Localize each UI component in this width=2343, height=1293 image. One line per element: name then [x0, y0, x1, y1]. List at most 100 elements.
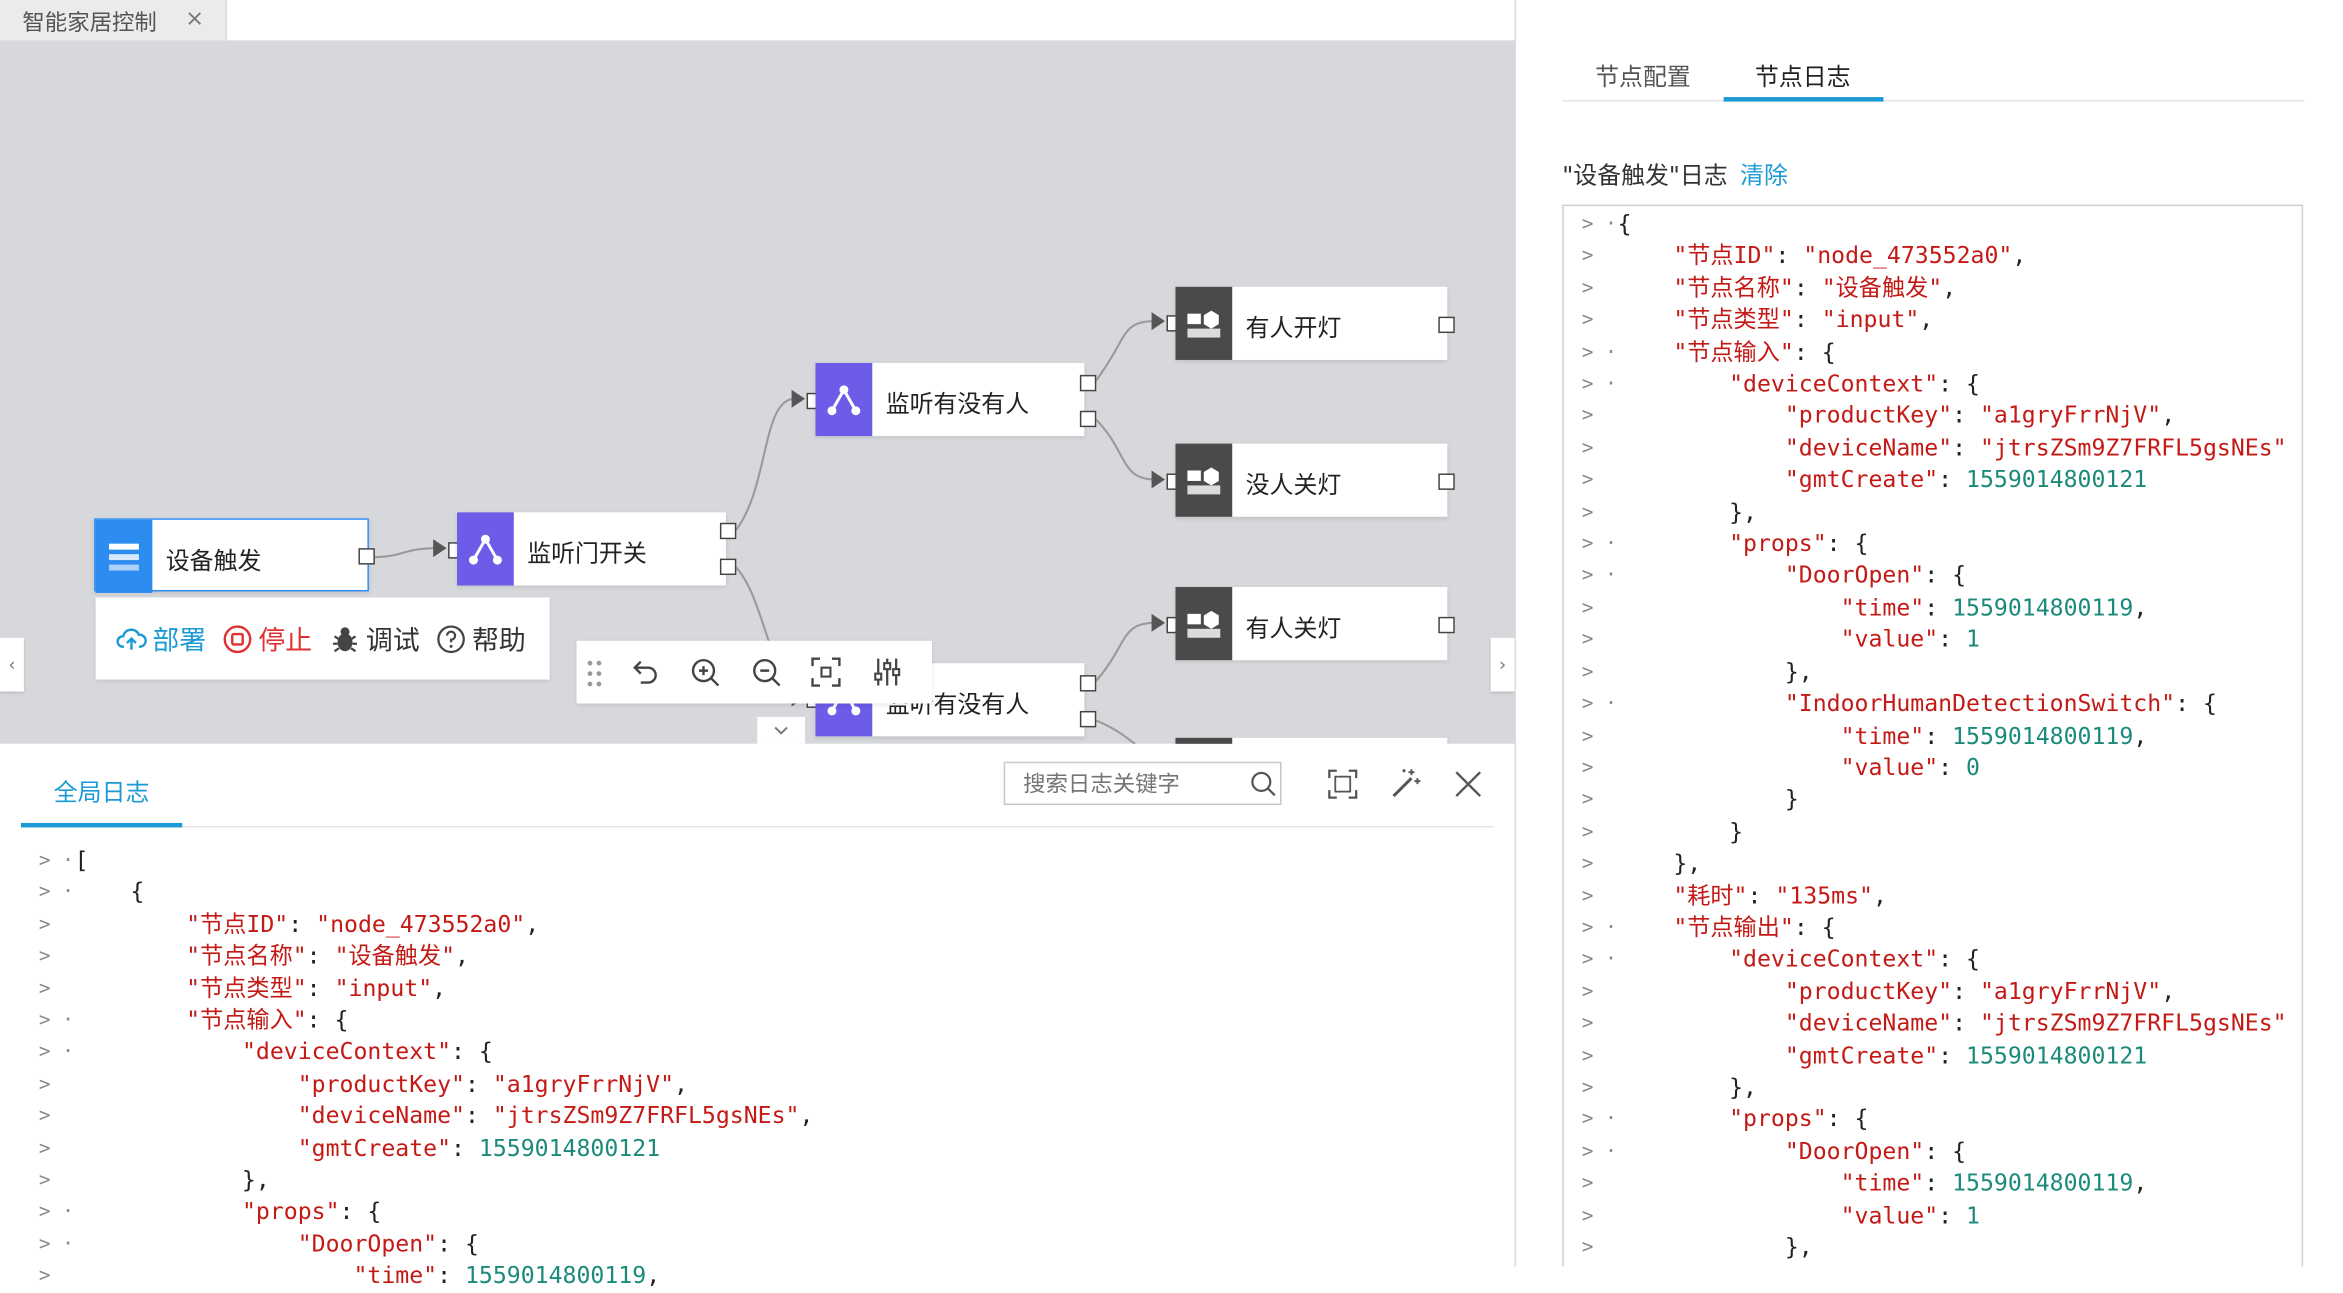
- gutter-marker: >: [1581, 757, 1594, 780]
- output-port[interactable]: [358, 548, 375, 565]
- code-token: :: [1938, 1201, 1967, 1229]
- branch-icon: [457, 512, 514, 586]
- code-token: "耗时": [1673, 882, 1748, 909]
- code-token: ,: [2012, 242, 2027, 270]
- zoom-in-icon[interactable]: [689, 656, 722, 689]
- debug-button[interactable]: 调试: [330, 620, 420, 659]
- code-token: [1618, 1202, 1841, 1229]
- code-token: "time": [1840, 722, 1925, 750]
- editor-tab-title: 智能家居控制: [22, 8, 157, 36]
- input-arrow: [1151, 470, 1166, 489]
- editor-tab[interactable]: 智能家居控制 ×: [0, 0, 228, 41]
- gutter-marker[interactable]: > ·: [1581, 916, 1617, 940]
- node-device-trigger[interactable]: 设备触发: [94, 518, 369, 593]
- output-port[interactable]: [719, 522, 737, 540]
- help-button[interactable]: 帮助: [436, 620, 526, 659]
- gutter-marker: >: [1581, 853, 1594, 876]
- node-log-title: "设备触发"日志: [1562, 161, 1728, 190]
- code-token: "time": [353, 1262, 438, 1290]
- gutter-marker[interactable]: > ·: [1581, 565, 1617, 588]
- output-port[interactable]: [1079, 374, 1097, 392]
- clear-log-link[interactable]: 清除: [1740, 161, 1788, 190]
- code-token: "节点输入": [186, 1006, 307, 1034]
- output-port[interactable]: [1079, 710, 1097, 728]
- code-token: ,: [455, 942, 470, 970]
- collapse-left-button[interactable]: ‹: [0, 637, 24, 692]
- gutter-marker[interactable]: > ·: [1581, 948, 1617, 972]
- code-token: "deviceName": [1784, 1009, 1953, 1037]
- chevron-right-icon: ›: [1498, 654, 1507, 676]
- gutter-marker[interactable]: > ·: [38, 881, 74, 905]
- stop-button[interactable]: 停止: [223, 620, 312, 659]
- gutter-marker: >: [38, 1169, 51, 1192]
- tab-global-log[interactable]: 全局日志: [53, 778, 150, 807]
- gutter-marker[interactable]: > ·: [1581, 213, 1617, 236]
- gutter-marker: >: [1581, 277, 1594, 300]
- gutter-marker[interactable]: > ·: [38, 1009, 74, 1033]
- sliders-icon[interactable]: [871, 656, 904, 689]
- code-token: [75, 943, 187, 970]
- gutter-marker[interactable]: > ·: [1581, 1108, 1617, 1132]
- tab-node-log[interactable]: 节点日志: [1754, 62, 1851, 92]
- code-token: "节点输出": [1673, 913, 1794, 941]
- code-token: : {: [1826, 530, 1869, 558]
- fullscreen-icon[interactable]: [1328, 769, 1358, 799]
- gutter-marker[interactable]: > ·: [1581, 1140, 1617, 1164]
- device-action-icon: [1175, 443, 1233, 517]
- close-tab-icon[interactable]: ×: [185, 4, 204, 32]
- zoom-out-icon[interactable]: [750, 656, 783, 689]
- output-port[interactable]: [719, 558, 737, 576]
- gutter-marker[interactable]: > ·: [38, 1233, 74, 1256]
- gutter-marker[interactable]: > ·: [38, 1041, 74, 1065]
- node-light-on[interactable]: 有人开灯: [1175, 286, 1448, 360]
- code-token: 1559014800119: [1952, 594, 2134, 622]
- code-line: "gmtCreate": 1559014800121: [75, 1133, 814, 1165]
- global-log-viewer[interactable]: > ·> ·>>>> ·> ·>>>>> ·> ·> [ { "节点ID": "…: [38, 845, 1503, 1290]
- log-search-input[interactable]: [1020, 763, 1251, 804]
- node-label: 监听有没有人: [885, 389, 1030, 419]
- output-port[interactable]: [1079, 675, 1097, 692]
- code-token: [1618, 754, 1841, 781]
- search-icon[interactable]: [1250, 771, 1277, 798]
- gutter-marker[interactable]: > ·: [1581, 341, 1617, 364]
- node-listen-person-1[interactable]: 监听有没有人: [815, 362, 1085, 437]
- gutter-marker[interactable]: > ·: [1581, 693, 1617, 716]
- close-icon[interactable]: [1453, 769, 1483, 799]
- output-port[interactable]: [1438, 473, 1455, 490]
- code-line: },: [1618, 1072, 2287, 1104]
- code-line: "props": {: [1618, 1104, 2287, 1136]
- log-search-box[interactable]: [1003, 761, 1282, 806]
- code-token: "value": [1840, 1201, 1939, 1229]
- code-token: [75, 911, 187, 938]
- deploy-button[interactable]: 部署: [116, 620, 206, 659]
- drag-handle-icon[interactable]: [585, 657, 603, 690]
- chevron-left-icon: ‹: [8, 654, 16, 676]
- code-token: },: [1617, 498, 1757, 526]
- gutter-marker: >: [1581, 980, 1594, 1004]
- node-listen-door[interactable]: 监听门开关: [457, 512, 726, 586]
- code-token: : {: [1793, 913, 1836, 941]
- code-line: },: [1618, 657, 2287, 689]
- output-port[interactable]: [1438, 616, 1455, 634]
- output-port[interactable]: [1438, 316, 1455, 334]
- code-token: :: [1952, 434, 1980, 462]
- code-token: :: [306, 942, 335, 970]
- magic-wand-icon[interactable]: [1389, 768, 1422, 801]
- collapse-right-button[interactable]: ›: [1490, 637, 1515, 692]
- gutter-marker[interactable]: > ·: [38, 849, 74, 873]
- node-light-off-none[interactable]: 没人关灯: [1175, 443, 1448, 517]
- undo-icon[interactable]: [627, 656, 660, 689]
- code-token: "IndoorHumanDetectionSwitch": [1784, 690, 2176, 718]
- tab-node-config[interactable]: 节点配置: [1595, 62, 1691, 92]
- toggle-log-panel-button[interactable]: [757, 716, 806, 744]
- gutter-marker[interactable]: > ·: [1581, 533, 1617, 556]
- code-token: : {: [437, 1230, 479, 1258]
- fit-screen-icon[interactable]: [810, 656, 843, 689]
- node-log-viewer[interactable]: > ·>>>> ·> ·>>>>> ·> ·>>>> ·>>>>>>> ·> ·…: [1562, 204, 2304, 1267]
- code-token: },: [1617, 1073, 1757, 1101]
- gutter-marker[interactable]: > ·: [1581, 373, 1617, 396]
- gutter-marker[interactable]: > ·: [38, 1201, 74, 1224]
- node-light-off-person[interactable]: 有人关灯: [1175, 586, 1448, 661]
- output-port[interactable]: [1079, 410, 1097, 428]
- code-token: "jtrsZSm9Z7FRFL5gsNEs": [1979, 1009, 2287, 1037]
